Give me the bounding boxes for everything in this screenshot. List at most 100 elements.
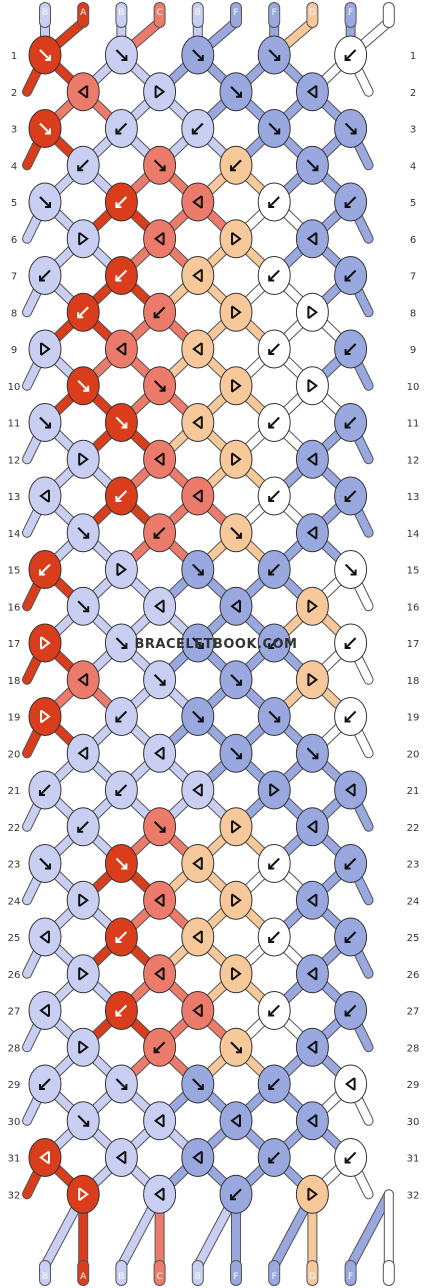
knot (257, 35, 291, 75)
row-number-right: 23 (407, 860, 420, 871)
bottom-string-label: F (348, 1272, 353, 1282)
row-number-right: 18 (407, 676, 420, 687)
knot-oval (66, 954, 100, 994)
knot-arrow-head (197, 643, 204, 649)
knot-arrow (192, 930, 203, 944)
knot (28, 770, 62, 810)
knot (66, 880, 100, 920)
knot (181, 403, 215, 442)
knot-arrow-head (344, 349, 351, 355)
knot-arrow (344, 49, 357, 61)
knot (104, 770, 138, 810)
knot-arrow-head (45, 863, 51, 870)
knot-arrow-head (115, 937, 122, 943)
knot (28, 109, 62, 148)
knot-arrow (153, 746, 165, 761)
row-number-right: 26 (407, 970, 420, 981)
knot (219, 366, 253, 406)
knot (295, 880, 329, 920)
knot-oval (295, 1027, 329, 1067)
knot-arrow (192, 637, 204, 649)
knot-arrow (78, 1040, 89, 1055)
knot-arrow (230, 86, 242, 98)
knot-arrow (344, 563, 357, 576)
knot-arrow (115, 490, 128, 502)
knot-arrow (344, 1151, 357, 1164)
knot-arrow-head (115, 1010, 122, 1017)
row-number-left: 9 (11, 345, 17, 356)
knot (104, 1138, 138, 1177)
knot-arrow (306, 893, 317, 908)
bottom-string-label: A (80, 1272, 87, 1282)
knot (334, 256, 368, 295)
row-number-left: 4 (11, 161, 17, 172)
knot-oval (219, 880, 253, 920)
knot (143, 1101, 177, 1141)
knot-oval (28, 991, 62, 1030)
knot-arrow (115, 1004, 128, 1017)
knot-arrow-head (268, 349, 275, 355)
knot-arrow (77, 84, 88, 99)
knot-arrow-head (45, 128, 51, 135)
knot-arrow-head (312, 753, 319, 760)
knot (181, 770, 215, 810)
knot-oval (181, 476, 215, 516)
row-number-left: 30 (8, 1117, 21, 1128)
knot-oval (219, 439, 253, 479)
knot-arrow (39, 269, 51, 282)
knot-arrow (115, 857, 128, 870)
knot-arrow (231, 966, 242, 981)
knot (104, 182, 138, 222)
knot (28, 1138, 62, 1177)
knot-arrow (115, 710, 128, 723)
row-number-left: 18 (8, 676, 21, 687)
knot (66, 660, 100, 700)
knot-oval (181, 991, 215, 1030)
knot-oval (143, 1101, 177, 1141)
knot (334, 991, 368, 1030)
knot-arrow (307, 1187, 319, 1202)
knot-arrow (40, 342, 51, 356)
knot-arrow-head (344, 275, 351, 282)
knot-arrow (268, 1004, 280, 1017)
knot-arrow (268, 1151, 280, 1164)
knot-arrow (306, 159, 319, 171)
row-number-left: 2 (11, 88, 17, 99)
knot-arrow (192, 195, 203, 209)
knot-arrow (115, 931, 128, 943)
row-number-right: 22 (407, 823, 420, 834)
knot-arrow-head (268, 1084, 275, 1090)
row-number-left: 8 (11, 308, 17, 319)
knot-arrow (153, 380, 166, 392)
knot-oval (295, 660, 329, 700)
knot-arrow (153, 599, 165, 614)
knot-oval (143, 880, 177, 920)
knot (295, 586, 329, 626)
knot-arrow (306, 1040, 317, 1055)
knot (28, 917, 62, 957)
row-number-right: 24 (407, 896, 420, 907)
knot (219, 807, 253, 847)
knot-arrow (115, 196, 128, 208)
knot-oval (143, 586, 177, 626)
knot-arrow-head (197, 55, 204, 61)
knot-arrow-head (268, 202, 275, 208)
knot-oval (66, 733, 100, 773)
knot (219, 292, 253, 332)
knot-arrow-head (344, 863, 351, 870)
bottom-string-label: B (42, 1272, 48, 1282)
knot-arrow (153, 1113, 165, 1128)
row-number-left: 15 (8, 566, 21, 577)
top-string-label: C (156, 8, 162, 18)
knot-arrow-head (39, 275, 45, 282)
knot (334, 550, 368, 589)
knot-arrow (307, 599, 319, 614)
knot-arrow-head (191, 128, 198, 135)
knot-arrow-head (268, 937, 275, 943)
knot (28, 550, 62, 589)
knot-arrow (39, 1078, 51, 1090)
row-number-left: 22 (8, 823, 21, 834)
knot-arrow (306, 452, 317, 467)
knot (334, 109, 368, 148)
